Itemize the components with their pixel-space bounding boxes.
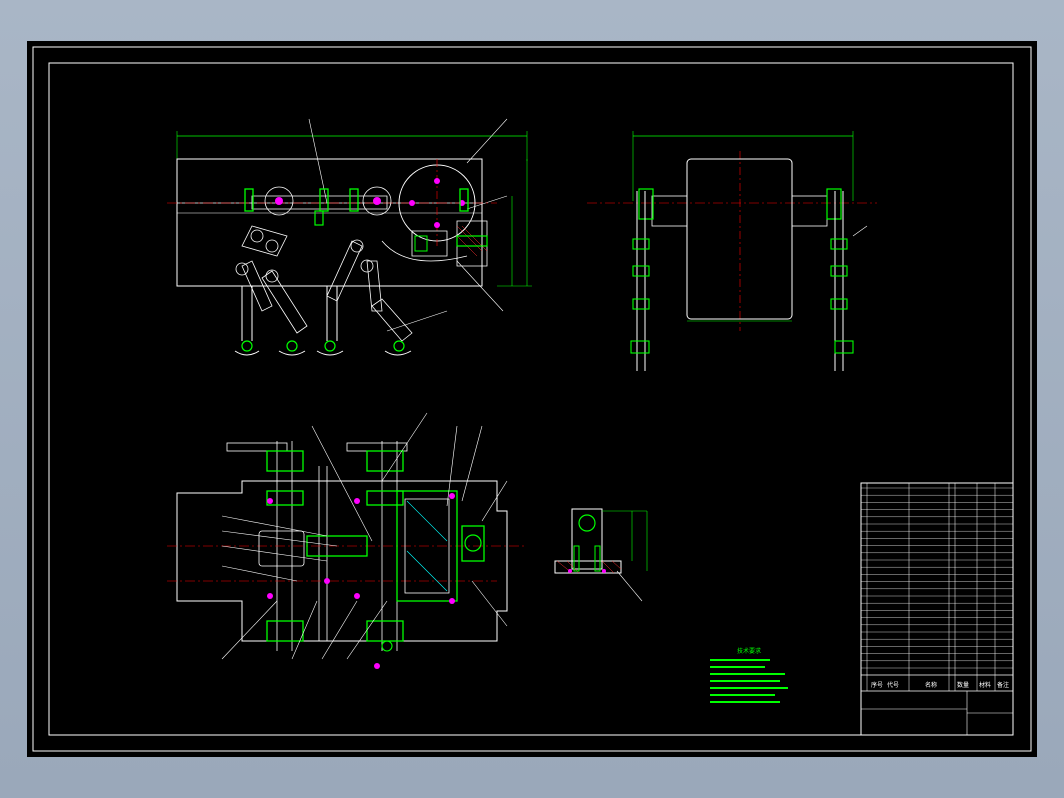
parts-header-name: 名称 xyxy=(925,681,937,689)
technical-notes: 技术要求 xyxy=(710,647,788,703)
parts-header-no: 序号 xyxy=(871,681,883,689)
cad-model-viewport[interactable]: 序号 代号 名称 数量 材料 备注 技术要求 xyxy=(27,41,1037,757)
parts-header-remarks: 备注 xyxy=(997,681,1009,689)
parts-header-material: 材料 xyxy=(979,681,991,689)
parts-header-qty: 数量 xyxy=(957,681,969,689)
inner-frame xyxy=(48,62,1014,736)
assembly-drawing: 序号 代号 名称 数量 材料 备注 技术要求 xyxy=(32,46,1032,752)
detail-view xyxy=(554,508,648,602)
front-view xyxy=(167,118,532,356)
parts-header-code: 代号 xyxy=(887,681,899,689)
side-view xyxy=(587,131,877,371)
outer-frame xyxy=(32,46,1032,752)
notes-heading: 技术要求 xyxy=(737,647,761,655)
parts-list: 序号 代号 名称 数量 材料 备注 xyxy=(860,482,1014,736)
plan-view xyxy=(167,412,527,669)
